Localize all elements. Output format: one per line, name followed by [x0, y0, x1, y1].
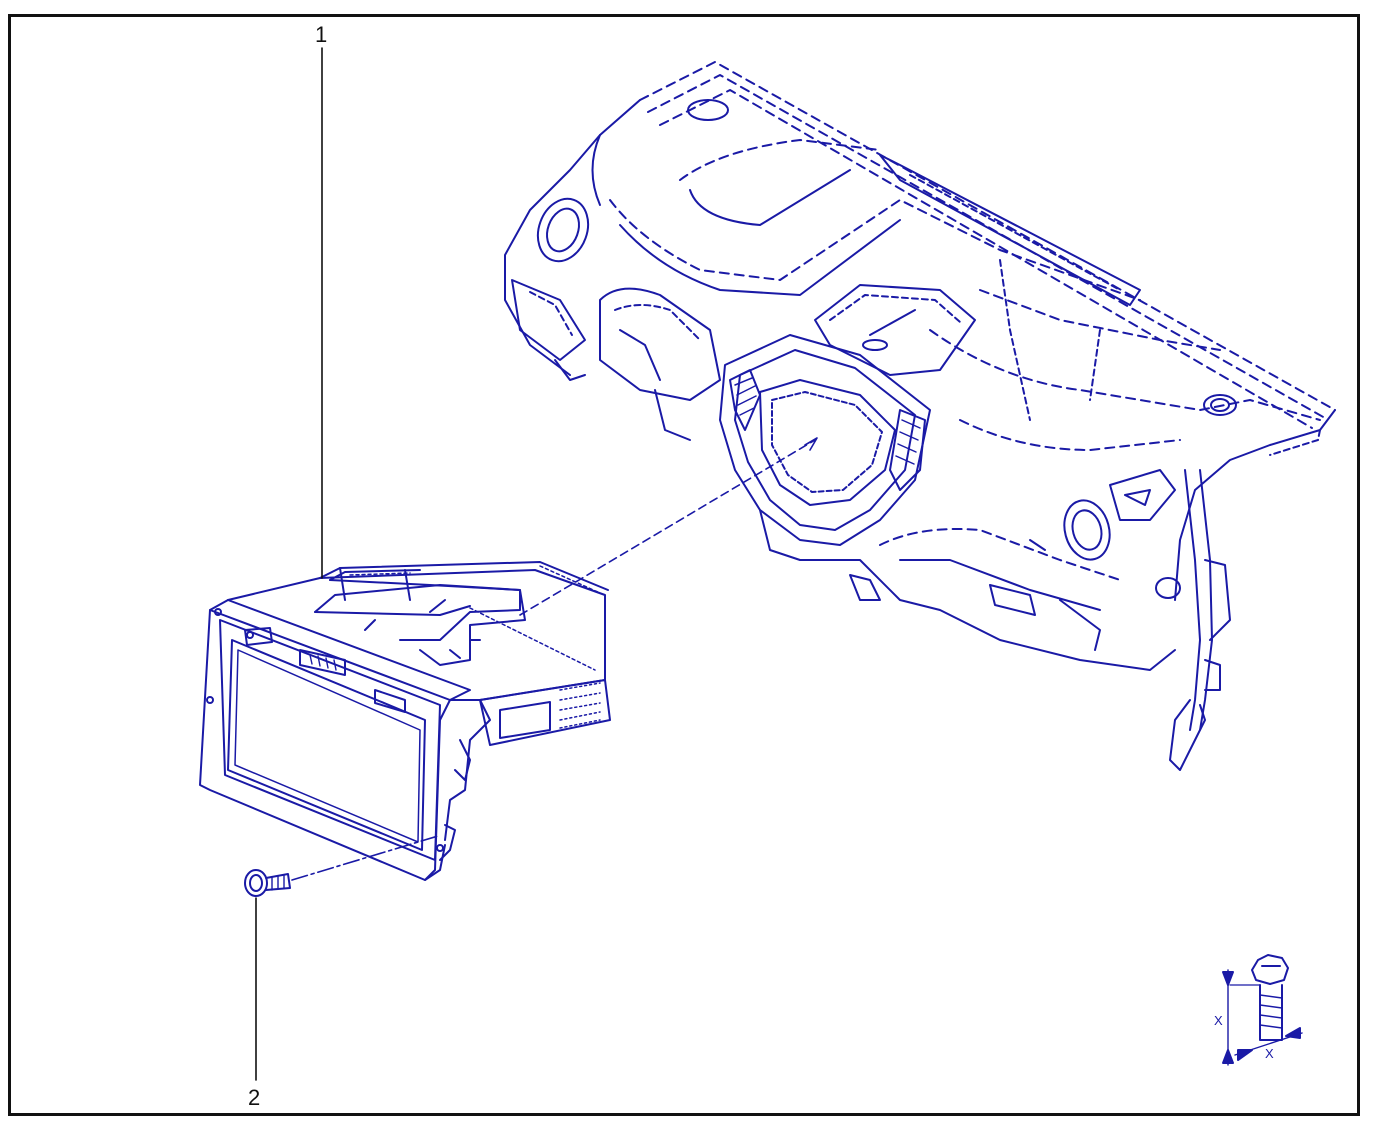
callout-2-label: 2 — [248, 1085, 261, 1110]
bolt-dimension-symbol — [1222, 954, 1303, 1066]
dimension-label-left: X — [1214, 1013, 1223, 1028]
drawing-frame — [8, 14, 1360, 1116]
screw-part — [244, 869, 291, 897]
screw-axis-line — [291, 835, 439, 881]
callout-1-label: 1 — [315, 22, 328, 47]
assembly-direction-line — [519, 439, 816, 616]
dimension-label-bottom: X — [1265, 1046, 1274, 1061]
dashboard-assembly — [504, 61, 1336, 771]
multimedia-unit — [199, 561, 611, 881]
